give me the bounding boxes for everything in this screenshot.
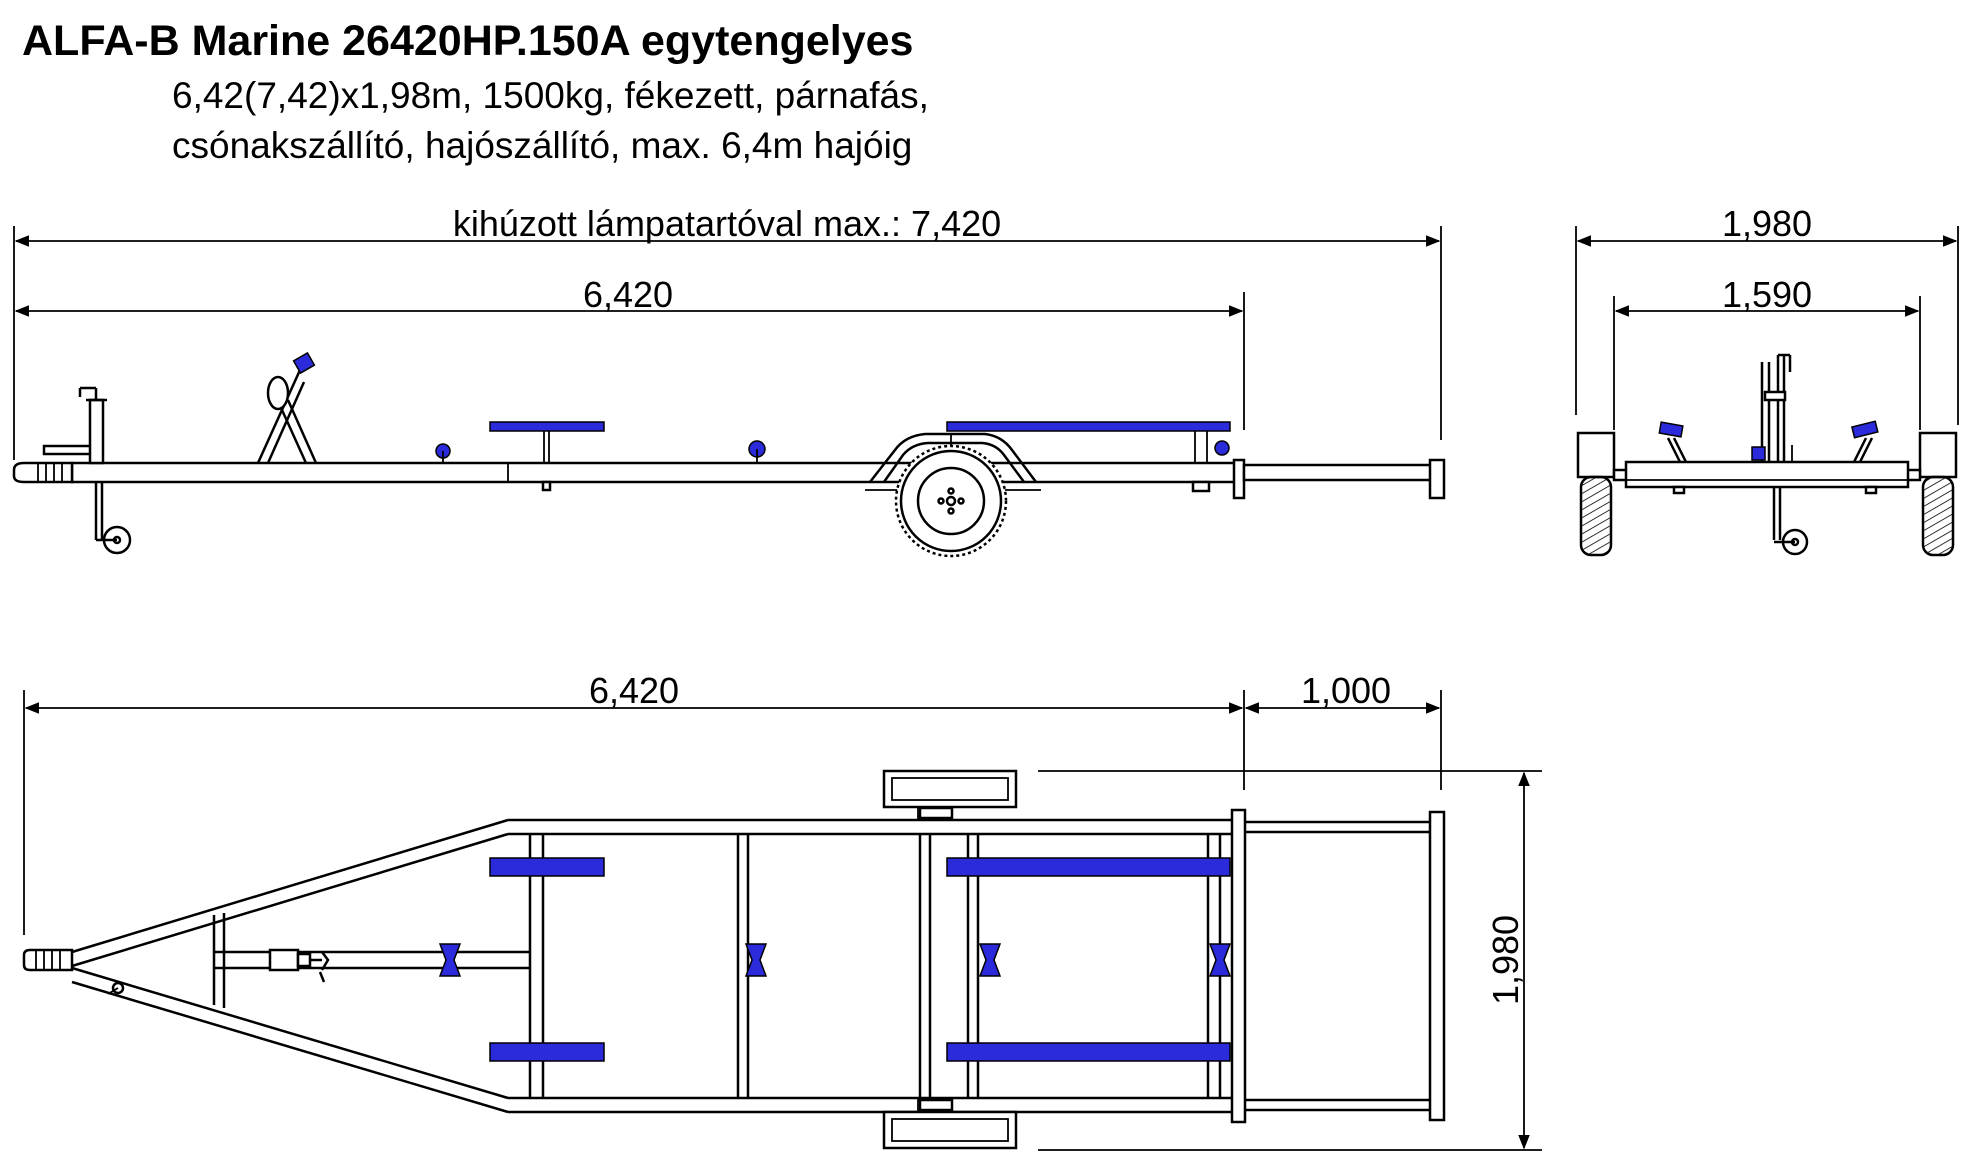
- drawing-title: ALFA-B Marine 26420HP.150A egytengelyes: [22, 17, 913, 65]
- dimension-total-length: kihúzott lámpatartóval max.: 7,420: [13, 203, 1442, 460]
- side-main-beam: [70, 461, 1244, 484]
- dim-total-extended-label: kihúzott lámpatartóval max.: 7,420: [453, 203, 1001, 244]
- dim-top-width-label: 1,980: [1485, 915, 1526, 1005]
- light-bar-extension: [1242, 463, 1436, 482]
- top-coupling-head: [22, 948, 125, 995]
- side-front-bunk: [489, 421, 605, 492]
- winch-handle-icon: [292, 351, 316, 375]
- rear-right-bunk: [946, 1042, 1231, 1062]
- keel-roller-end-icon: [1208, 943, 1232, 977]
- dim-track-label: 1,590: [1722, 274, 1812, 315]
- front-right-bunk: [489, 1042, 605, 1062]
- dimension-top-length: 6,420: [23, 670, 1245, 935]
- dimension-overall-width: 1,980: [1575, 203, 1959, 425]
- side-rear-bunk: [946, 421, 1231, 493]
- dimension-length: 6,420: [14, 274, 1245, 430]
- dim-extension-label: 1,000: [1301, 670, 1391, 711]
- subtitle-line-2: csónakszállító, hajószállító, max. 6,4m …: [172, 125, 912, 166]
- top-view: 6,420 1,000 1,980: [22, 670, 1542, 1151]
- keel-roller-2: [748, 440, 766, 463]
- rear-right-bunk-bracket: [1850, 420, 1879, 495]
- keel-roller-mid-icon: [744, 943, 768, 977]
- top-wheel-left: [882, 769, 1018, 820]
- top-winch: [268, 948, 330, 983]
- rear-left-bunk-bracket: [1658, 421, 1688, 495]
- rear-right-wheel: [1918, 431, 1958, 557]
- dimension-track-width: 1,590: [1613, 274, 1921, 430]
- top-wheel-right: [882, 1098, 1018, 1150]
- subtitle-line-1: 6,42(7,42)x1,98m, 1500kg, fékezett, párn…: [172, 75, 929, 116]
- keel-roller-front-icon: [438, 943, 462, 977]
- dim-width-label: 1,980: [1722, 203, 1812, 244]
- dim-length-label: 6,420: [583, 274, 673, 315]
- header: ALFA-B Marine 26420HP.150A egytengelyes …: [22, 17, 929, 166]
- rear-left-wheel: [1576, 431, 1616, 557]
- side-axle-wheel: [865, 432, 1041, 558]
- front-left-bunk: [489, 857, 605, 877]
- rear-view: 1,980 1,590: [1575, 203, 1959, 557]
- dimension-top-width: 1,980: [1038, 770, 1542, 1151]
- dimension-extension: 1,000: [1244, 670, 1442, 790]
- light-bar-end: [1428, 458, 1446, 500]
- rear-winch-post: [1751, 353, 1809, 556]
- winch-stand: [256, 351, 318, 464]
- center-spine: [212, 913, 530, 1008]
- drawbar: [71, 818, 509, 1114]
- side-view: kihúzott lámpatartóval max.: 7,420 6,420: [12, 203, 1446, 558]
- cross-members: [528, 808, 1446, 1124]
- rear-crossbeam-end: [1232, 458, 1246, 500]
- jockey-wheel: [78, 386, 132, 555]
- keel-roller-1: [435, 443, 451, 463]
- rear-crossbeam: [1624, 460, 1910, 489]
- dim-top-length-label: 6,420: [589, 670, 679, 711]
- keel-roller-rear-icon: [978, 943, 1002, 977]
- rear-left-bunk: [946, 857, 1231, 877]
